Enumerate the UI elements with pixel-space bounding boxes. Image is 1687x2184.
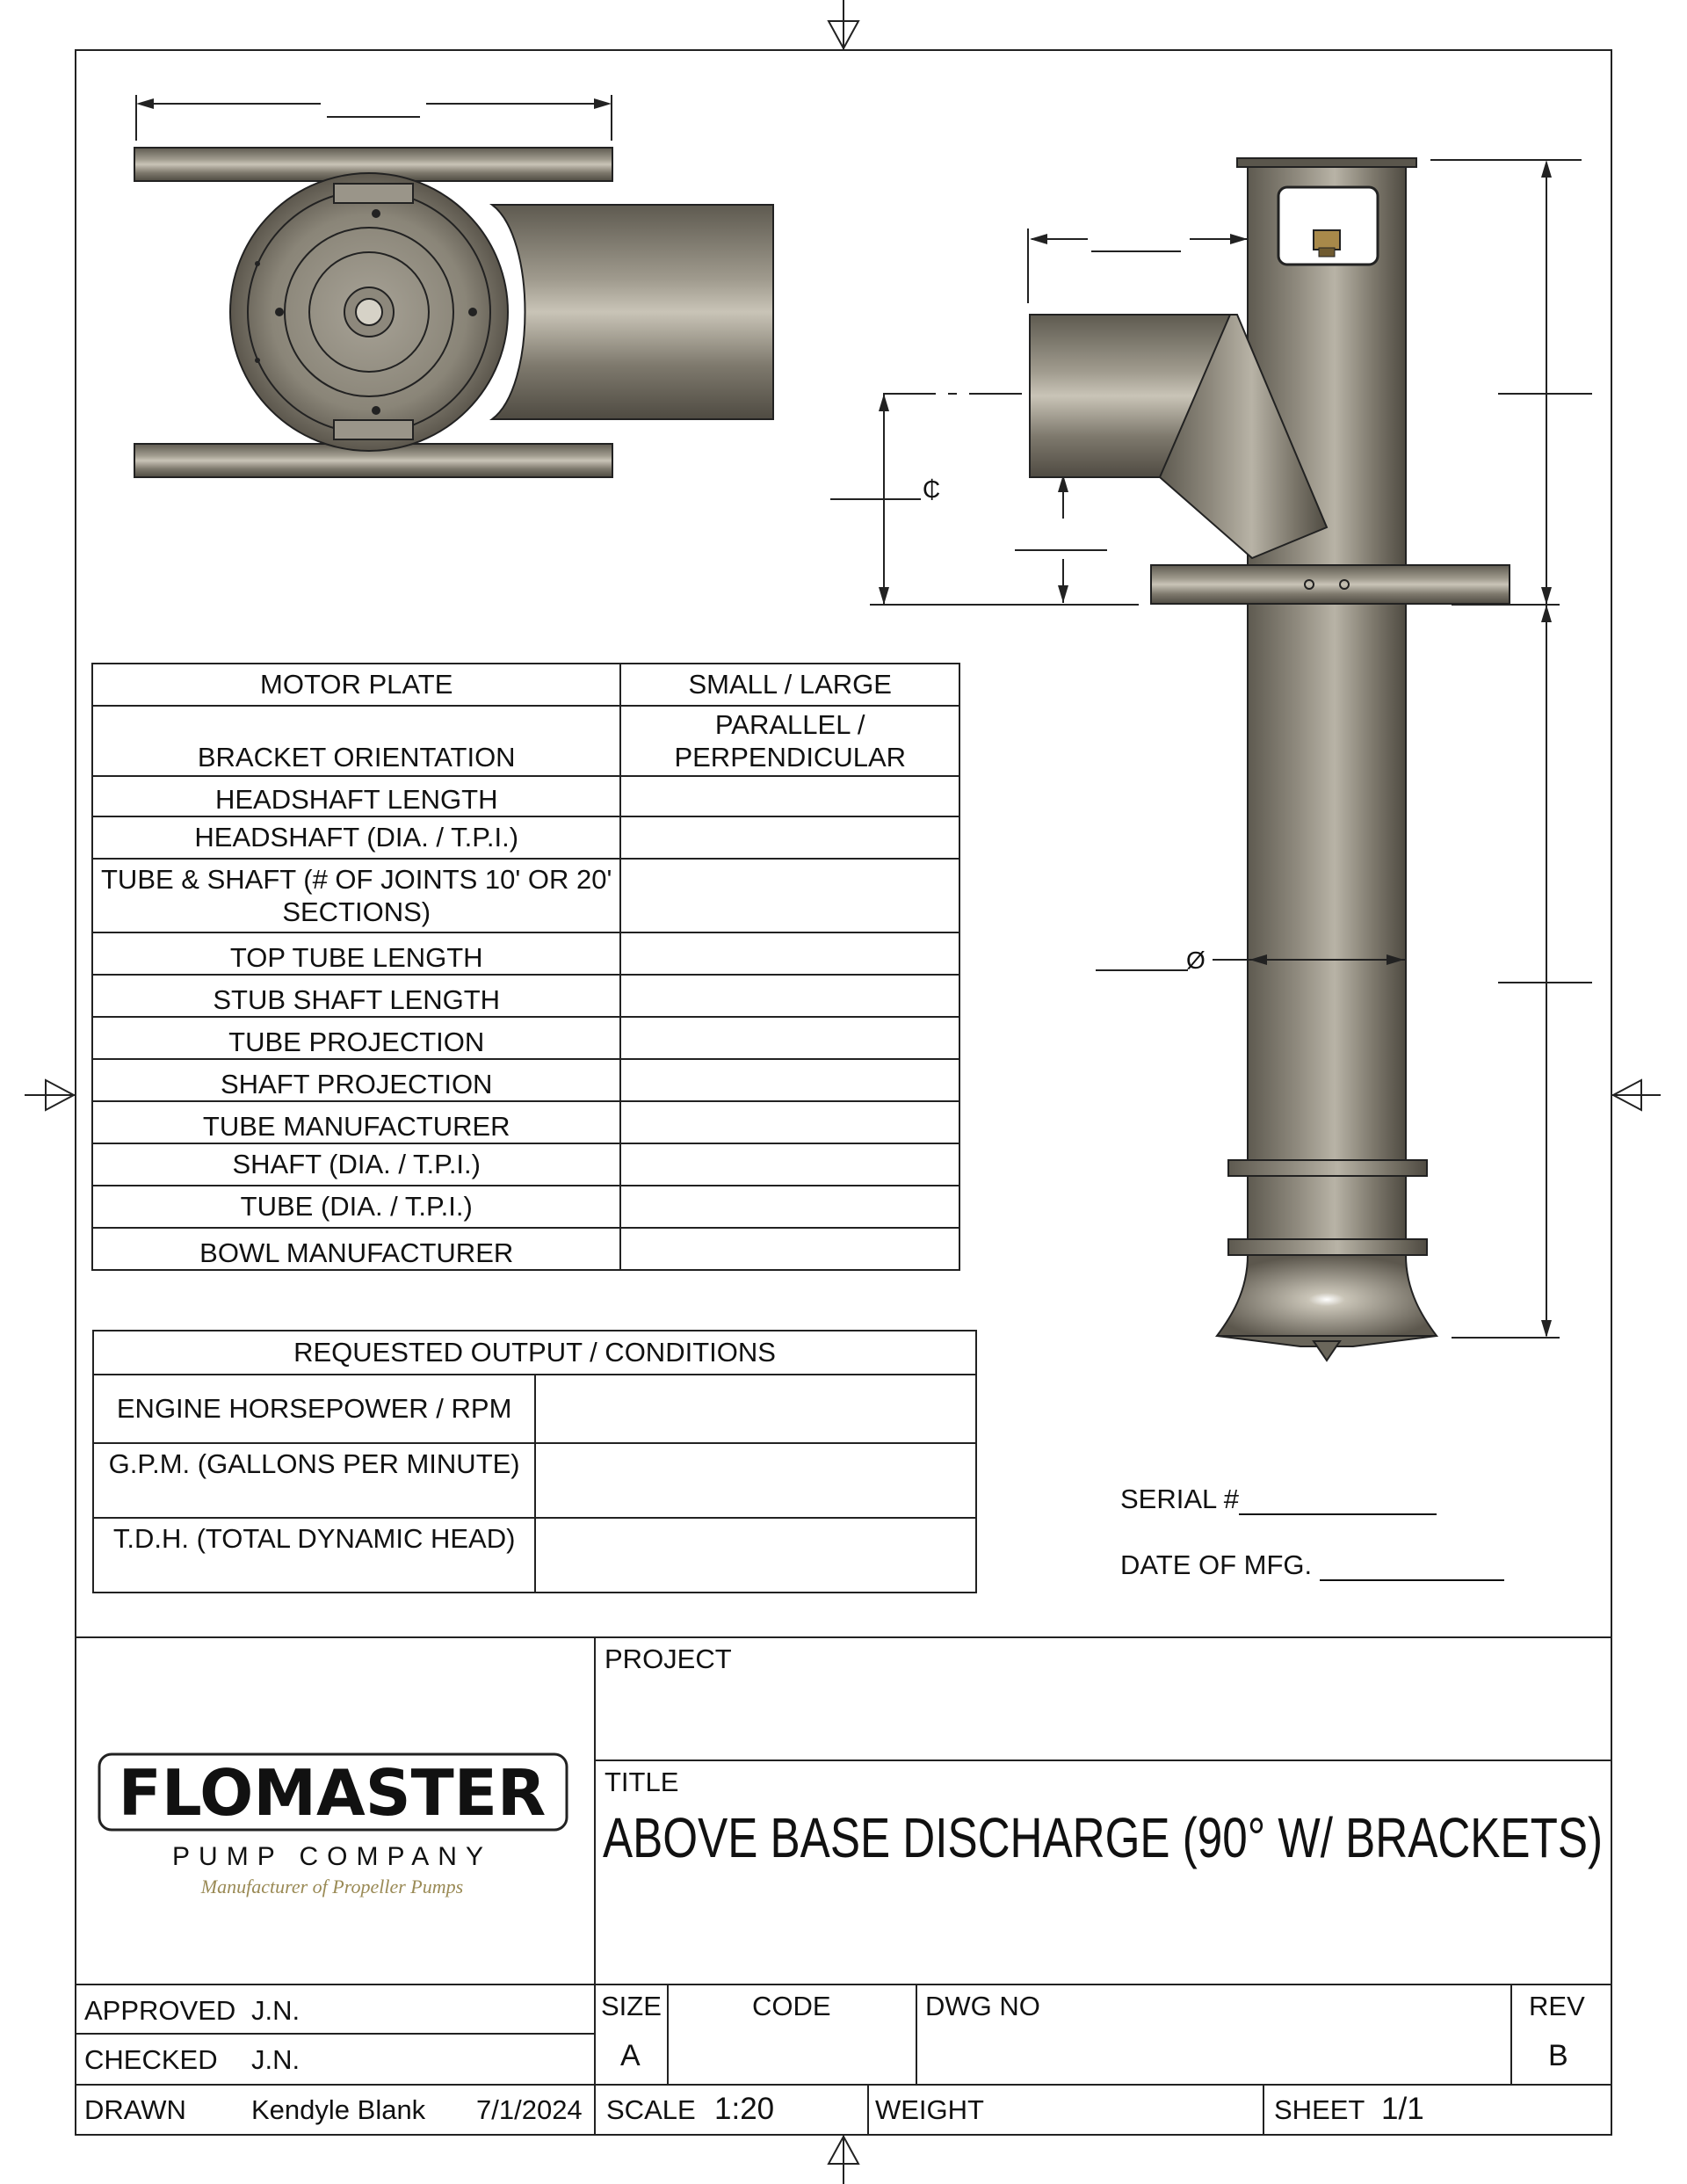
title-label: TITLE [605,1767,679,1797]
logo-subtitle: PUMP COMPANY [172,1842,492,1871]
scale-label: SCALE [606,2094,696,2125]
sheet-value: 1/1 [1381,2092,1424,2126]
condition-label: T.D.H. (TOTAL DYNAMIC HEAD) [91,1517,537,1593]
spec-label: HEADSHAFT (DIA. / T.P.I.) [91,816,622,860]
spec-value[interactable]: SMALL / LARGE [619,663,960,707]
serial-label: SERIAL # [1120,1484,1239,1514]
spec-label: TUBE PROJECTION [91,1016,622,1060]
spec-label: BRACKET ORIENTATION [91,705,622,777]
approved-by: J.N. [251,1995,300,2026]
spec-value[interactable] [619,816,960,860]
approved-label: APPROVED [84,1995,236,2026]
spec-value[interactable] [619,974,960,1018]
conditions-header: REQUESTED OUTPUT / CONDITIONS [92,1330,977,1375]
drawn-by: Kendyle Blank [251,2094,426,2125]
diameter-symbol: Ø [1186,947,1206,974]
pump-top-view [134,95,774,478]
spec-label: TOP TUBE LENGTH [91,932,622,976]
rev-value: B [1548,2039,1568,2072]
sheet-label: SHEET [1274,2094,1365,2125]
scale-value: 1:20 [714,2092,775,2126]
spec-value[interactable] [619,1100,960,1144]
serial-field[interactable]: SERIAL # [1120,1484,1437,1515]
condition-label: ENGINE HORSEPOWER / RPM [91,1374,537,1444]
conditions-table: REQUESTED OUTPUT / CONDITIONS ENGINE HOR… [91,1330,977,1593]
weight-label: WEIGHT [875,2094,984,2125]
logo-tagline: Manufacturer of Propeller Pumps [200,1876,463,1897]
dwg-no-label: DWG NO [925,1991,1040,2021]
logo: FLOMASTER PUMP COMPANY Manufacturer of P… [98,1752,568,1897]
drawn-label: DRAWN [84,2094,186,2125]
date-field[interactable]: DATE OF MFG. [1120,1549,1504,1581]
logo-brand: FLOMASTER [119,1756,547,1830]
spec-label: TUBE MANUFACTURER [91,1100,622,1144]
date-blank[interactable] [1319,1553,1504,1581]
spec-value[interactable] [619,858,960,933]
spec-value[interactable] [619,1058,960,1102]
checked-by: J.N. [251,2044,300,2075]
size-value: A [620,2039,641,2072]
spec-label: TUBE (DIA. / T.P.I.) [91,1185,622,1229]
spec-label: HEADSHAFT LENGTH [91,775,622,817]
title-block-lines [76,1636,1611,2135]
spec-label: BOWL MANUFACTURER [91,1227,622,1271]
spec-label: MOTOR PLATE [91,663,622,707]
condition-value[interactable] [534,1442,977,1519]
spec-label: SHAFT PROJECTION [91,1058,622,1102]
condition-value[interactable] [534,1517,977,1593]
spec-value[interactable] [619,1143,960,1186]
spec-label: STUB SHAFT LENGTH [91,974,622,1018]
centering-marks [25,0,1661,2184]
size-label: SIZE [601,1991,662,2021]
condition-label: G.P.M. (GALLONS PER MINUTE) [91,1442,537,1519]
checked-label: CHECKED [84,2044,218,2075]
centerline-symbol: ₵ [923,475,940,503]
spec-label: TUBE & SHAFT (# OF JOINTS 10' OR 20' SEC… [91,858,622,933]
drawing-title: ABOVE BASE DISCHARGE (90° W/ BRACKETS) [603,1806,1603,1869]
spec-value[interactable] [619,1227,960,1271]
code-label: CODE [752,1991,831,2021]
date-label: DATE OF MFG. [1120,1549,1313,1580]
condition-value[interactable] [534,1374,977,1444]
spec-value[interactable]: PARALLEL / PERPENDICULAR [619,705,960,777]
spec-value[interactable] [619,932,960,976]
rev-label: REV [1529,1991,1585,2021]
spec-label: SHAFT (DIA. / T.P.I.) [91,1143,622,1186]
spec-value[interactable] [619,1016,960,1060]
drawn-date: 7/1/2024 [476,2094,583,2125]
serial-blank[interactable] [1238,1487,1437,1515]
spec-value[interactable] [619,775,960,817]
spec-value[interactable] [619,1185,960,1229]
pump-side-view: ₵ Ø [830,157,1592,1362]
project-label: PROJECT [605,1643,732,1674]
